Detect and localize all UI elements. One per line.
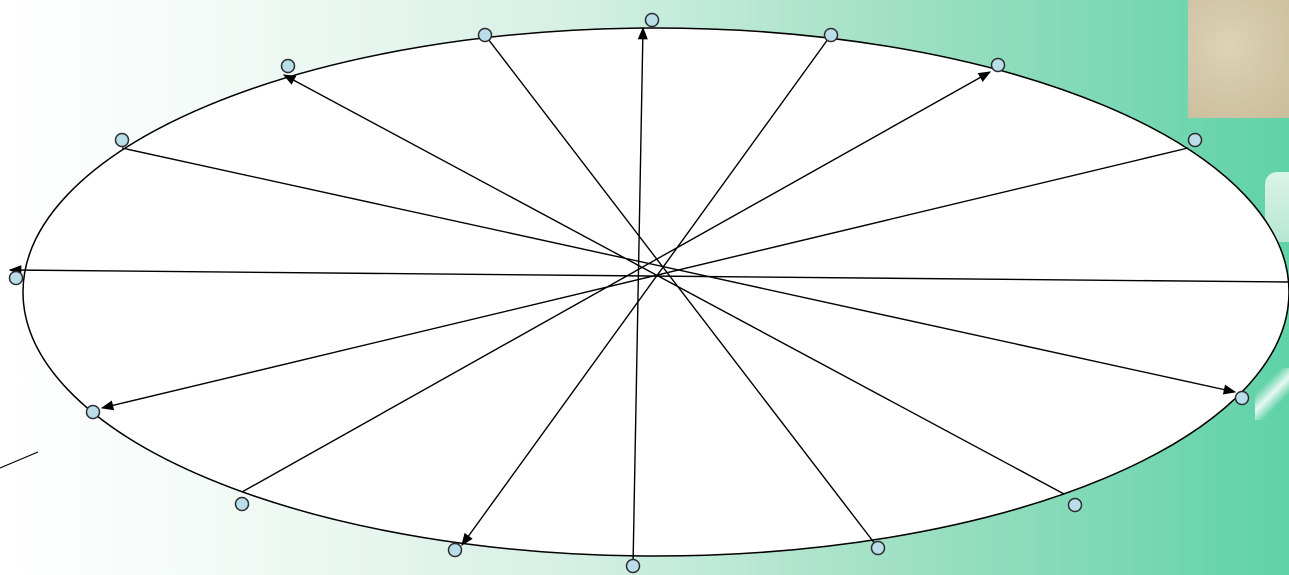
point-marker-13	[116, 134, 129, 147]
point-marker-3	[992, 59, 1005, 72]
point-marker-11	[87, 406, 100, 419]
point-marker-9	[449, 544, 462, 557]
point-marker-12	[10, 272, 23, 285]
point-marker-14	[282, 60, 295, 73]
decorative-line	[0, 452, 38, 468]
point-marker-10	[236, 498, 249, 511]
point-marker-7	[872, 542, 885, 555]
point-marker-5	[1236, 392, 1249, 405]
point-marker-15	[479, 29, 492, 42]
point-marker-4	[1189, 134, 1202, 147]
point-marker-1	[646, 14, 659, 27]
ellipse-outline	[23, 28, 1289, 556]
point-marker-2	[825, 29, 838, 42]
point-marker-6	[1069, 499, 1082, 512]
point-marker-8	[627, 560, 640, 573]
